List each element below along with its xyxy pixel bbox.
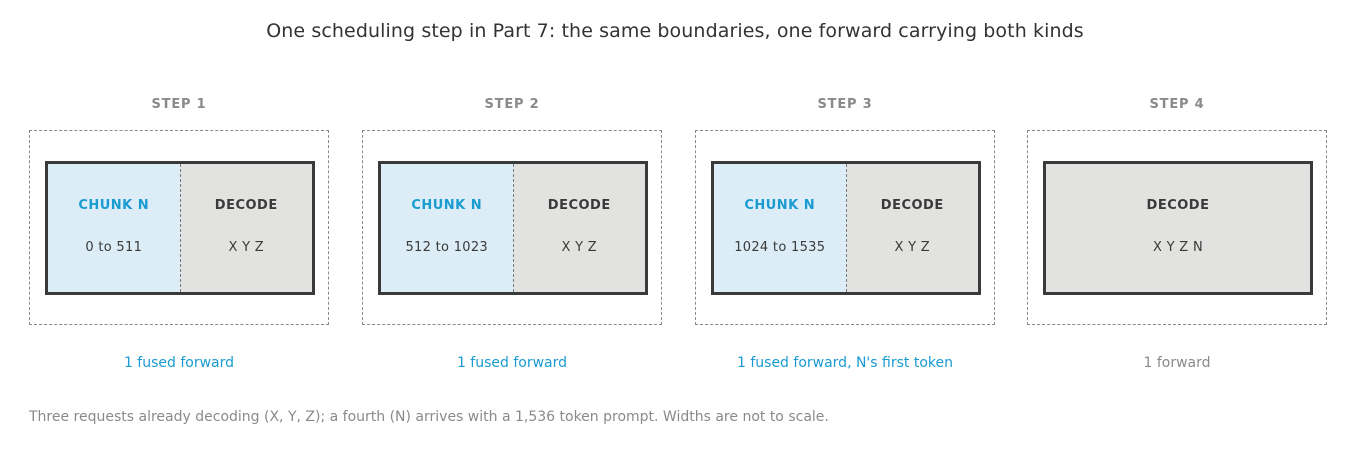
step-frame: CHUNK N 512 to 1023 DECODE X Y Z	[362, 130, 662, 325]
step-1: STEP 1 CHUNK N 0 to 511 DECODE X Y Z 1 f…	[29, 96, 329, 371]
step-2: STEP 2 CHUNK N 512 to 1023 DECODE X Y Z …	[362, 96, 662, 371]
decode-title: DECODE	[880, 198, 944, 213]
decode-requests: X Y Z N	[1153, 240, 1203, 255]
step-caption: 1 fused forward	[123, 355, 235, 371]
chunk-title: CHUNK N	[78, 198, 150, 213]
diagram-title: One scheduling step in Part 7: the same …	[266, 20, 1084, 42]
step-label: STEP 3	[817, 97, 873, 112]
step-label: STEP 2	[484, 97, 540, 112]
decode-segment: DECODE X Y Z N	[1046, 164, 1310, 292]
prefill-chunk-segment: CHUNK N 512 to 1023	[381, 164, 514, 292]
chunk-title: CHUNK N	[411, 198, 483, 213]
decode-title: DECODE	[214, 198, 278, 213]
chunk-title: CHUNK N	[744, 198, 816, 213]
step-caption: 1 forward	[1143, 355, 1211, 371]
chunk-range: 0 to 511	[85, 240, 143, 255]
step-caption: 1 fused forward, N's first token	[736, 355, 953, 371]
decode-title: DECODE	[547, 198, 611, 213]
step-frame: CHUNK N 0 to 511 DECODE X Y Z	[29, 130, 329, 325]
step-label: STEP 1	[151, 97, 207, 112]
footnote: Three requests already decoding (X, Y, Z…	[29, 409, 829, 425]
step-frame: CHUNK N 1024 to 1535 DECODE X Y Z	[695, 130, 995, 325]
forward-batch: CHUNK N 1024 to 1535 DECODE X Y Z	[711, 161, 981, 295]
forward-batch: CHUNK N 512 to 1023 DECODE X Y Z	[378, 161, 648, 295]
prefill-chunk-segment: CHUNK N 1024 to 1535	[714, 164, 847, 292]
decode-requests: X Y Z	[561, 240, 598, 255]
step-caption: 1 fused forward	[456, 355, 568, 371]
decode-segment: DECODE X Y Z	[513, 164, 645, 292]
prefill-chunk-segment: CHUNK N 0 to 511	[48, 164, 181, 292]
decode-segment: DECODE X Y Z	[180, 164, 312, 292]
decode-segment: DECODE X Y Z	[846, 164, 978, 292]
decode-requests: X Y Z	[894, 240, 931, 255]
step-label: STEP 4	[1149, 97, 1205, 112]
step-frame: DECODE X Y Z N	[1027, 130, 1327, 325]
decode-requests: X Y Z	[228, 240, 265, 255]
chunk-range: 512 to 1023	[405, 240, 488, 255]
step-4: STEP 4 DECODE X Y Z N 1 forward	[1027, 96, 1327, 371]
step-3: STEP 3 CHUNK N 1024 to 1535 DECODE X Y Z…	[695, 96, 995, 371]
forward-batch: DECODE X Y Z N	[1043, 161, 1313, 295]
forward-batch: CHUNK N 0 to 511 DECODE X Y Z	[45, 161, 315, 295]
chunk-range: 1024 to 1535	[734, 240, 826, 255]
decode-title: DECODE	[1146, 198, 1210, 213]
